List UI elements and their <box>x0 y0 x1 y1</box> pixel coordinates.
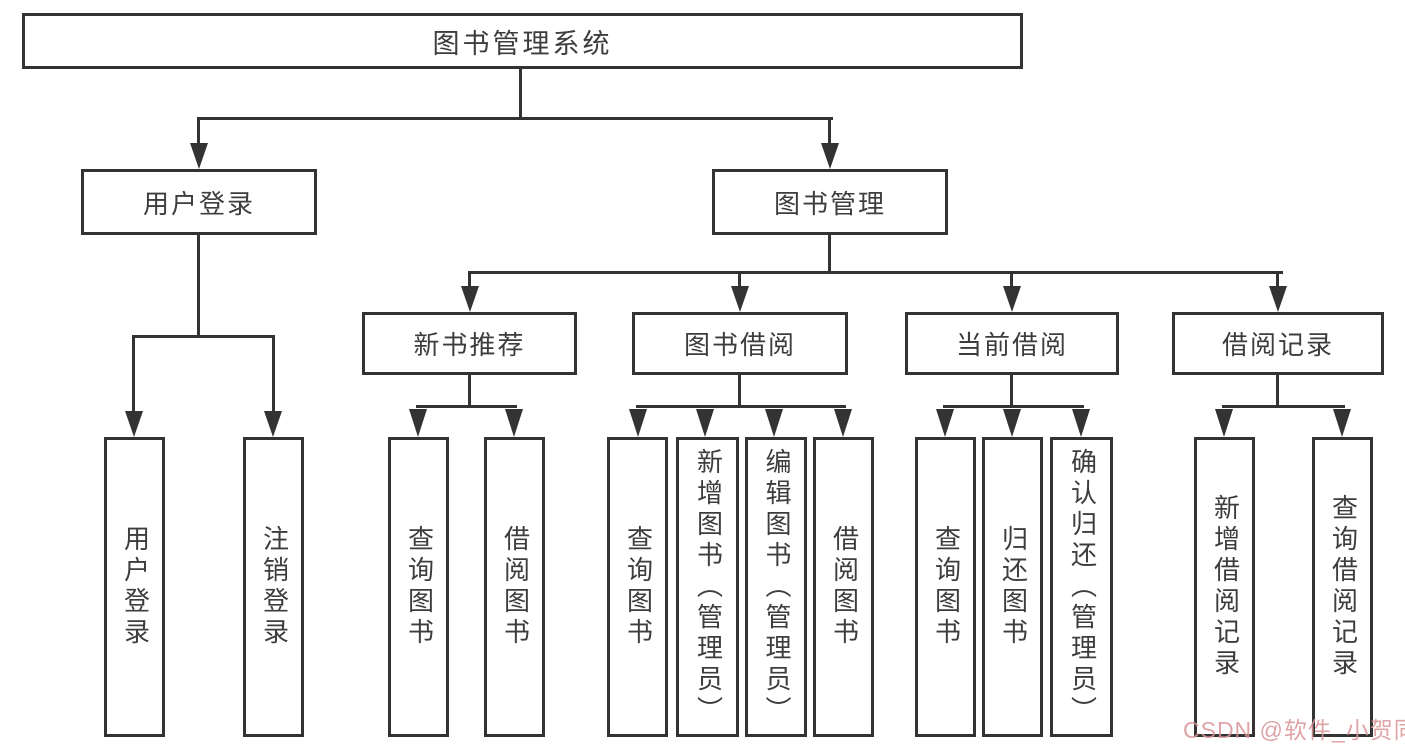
node-label: 确认归还（管理员） <box>1067 447 1098 727</box>
node-book-borrow: 图书借阅 <box>632 312 848 375</box>
arrow-down-icon <box>125 411 143 437</box>
connector-line <box>1276 373 1279 408</box>
node-return-books: 归还图书 <box>982 437 1043 737</box>
arrow-down-icon <box>1215 409 1233 437</box>
connector-line <box>132 335 275 338</box>
arrow-down-icon <box>765 409 783 437</box>
node-user-login-branch: 用户登录 <box>81 169 317 235</box>
node-confirm-return-admin: 确认归还（管理员） <box>1050 437 1113 737</box>
connector-line <box>636 405 846 408</box>
arrow-down-icon <box>834 409 852 437</box>
node-label: 注销登录 <box>259 525 290 649</box>
node-borrow-books: 借阅图书 <box>813 437 874 737</box>
arrow-down-icon <box>1003 409 1021 437</box>
node-label: 借阅图书 <box>500 525 531 649</box>
node-query-books-current: 查询图书 <box>915 437 976 737</box>
connector-line <box>416 405 517 408</box>
connector-line <box>197 117 833 120</box>
node-label: 新书推荐 <box>413 330 526 360</box>
node-current-borrow: 当前借阅 <box>905 312 1119 375</box>
arrow-down-icon <box>936 409 954 437</box>
connector-line <box>943 405 1084 408</box>
arrow-down-icon <box>696 409 714 437</box>
connector-line <box>197 117 200 145</box>
arrow-down-icon <box>190 143 208 169</box>
arrow-down-icon <box>1269 286 1287 312</box>
connector-line <box>1276 271 1279 289</box>
node-label: 借阅记录 <box>1221 330 1334 360</box>
arrow-down-icon <box>1003 286 1021 312</box>
node-label: 查询借阅记录 <box>1328 494 1359 680</box>
arrow-down-icon <box>461 286 479 312</box>
node-label: 新增图书（管理员） <box>693 447 724 727</box>
node-label: 用户登录 <box>120 525 151 649</box>
node-label: 图书管理系统 <box>432 28 613 59</box>
node-label: 查询图书 <box>404 525 435 649</box>
arrow-down-icon <box>505 409 523 437</box>
node-label: 用户登录 <box>142 188 255 219</box>
connector-line <box>272 335 275 413</box>
node-logout: 注销登录 <box>243 437 304 737</box>
node-label: 归还图书 <box>998 525 1029 649</box>
arrow-down-icon <box>409 409 427 437</box>
node-user-login: 用户登录 <box>104 437 165 737</box>
node-label: 图书借阅 <box>683 330 796 360</box>
arrow-down-icon <box>1333 409 1351 437</box>
arrow-down-icon <box>1072 409 1090 437</box>
node-borrow-records: 借阅记录 <box>1172 312 1384 375</box>
node-library-management-system: 图书管理系统 <box>22 13 1023 69</box>
connector-line <box>468 373 471 408</box>
connector-line <box>519 67 522 120</box>
connector-line <box>828 233 831 274</box>
node-add-books-admin: 新增图书（管理员） <box>676 437 739 737</box>
node-borrow-books-recommend: 借阅图书 <box>484 437 545 737</box>
node-label: 图书管理 <box>773 188 886 219</box>
node-new-book-recommend: 新书推荐 <box>362 312 577 375</box>
arrow-down-icon <box>629 409 647 437</box>
arrow-down-icon <box>821 143 839 169</box>
connector-line <box>738 373 741 408</box>
node-label: 查询图书 <box>623 525 654 649</box>
node-query-books-recommend: 查询图书 <box>388 437 449 737</box>
connector-line <box>1010 271 1013 289</box>
connector-line <box>468 271 1283 274</box>
connector-line <box>828 117 831 145</box>
connector-line <box>1222 405 1345 408</box>
node-label: 查询图书 <box>931 525 962 649</box>
node-label: 新增借阅记录 <box>1210 494 1241 680</box>
connector-line <box>1010 373 1013 408</box>
node-add-borrow-record: 新增借阅记录 <box>1194 437 1255 737</box>
arrow-down-icon <box>731 286 749 312</box>
node-label: 编辑图书（管理员） <box>761 447 792 727</box>
node-book-management-branch: 图书管理 <box>712 169 948 235</box>
connector-line <box>132 335 135 413</box>
node-label: 借阅图书 <box>829 525 860 649</box>
node-label: 当前借阅 <box>955 330 1068 360</box>
connector-line <box>738 271 741 289</box>
node-edit-books-admin: 编辑图书（管理员） <box>745 437 807 737</box>
arrow-down-icon <box>264 411 282 437</box>
node-query-borrow-record: 查询借阅记录 <box>1312 437 1373 737</box>
connector-line <box>468 271 471 289</box>
connector-line <box>197 233 200 337</box>
csdn-watermark: CSDN @软件_小贺同学 <box>1183 717 1405 743</box>
node-query-books-borrow: 查询图书 <box>607 437 668 737</box>
